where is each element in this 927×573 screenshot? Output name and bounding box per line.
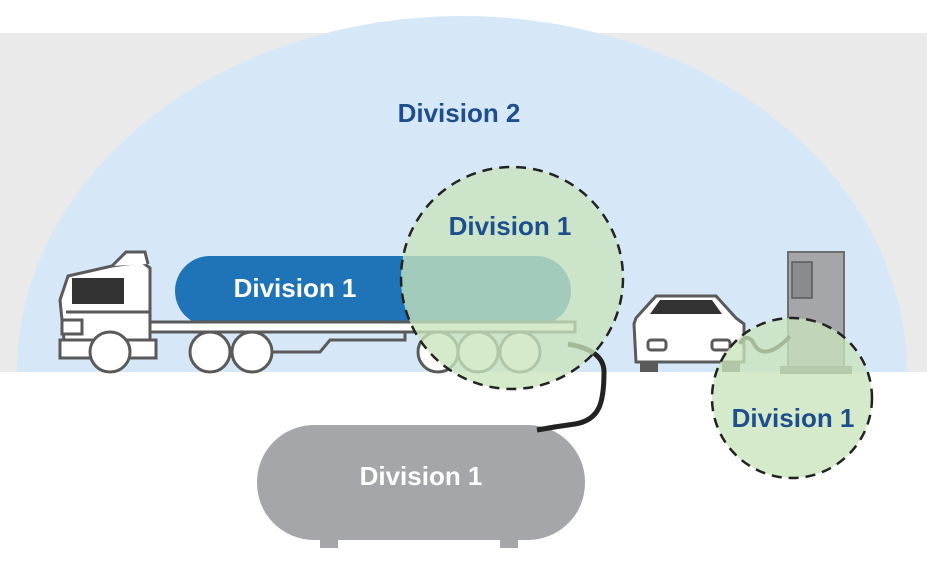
tanker-vent-division1-label: Division 1 (449, 211, 572, 241)
tanker-tank-division1-label: Division 1 (234, 273, 357, 303)
car-icon (632, 294, 746, 372)
dispenser-division1-label: Division 1 (732, 403, 855, 433)
hose-icon (536, 341, 607, 433)
division1-zone-dispenser (710, 316, 874, 480)
storage-tank-division1-label: Division 1 (360, 461, 483, 491)
division2-label: Division 2 (398, 98, 521, 128)
storage-tank-icon (257, 425, 585, 548)
division1-zone-tanker (399, 165, 625, 391)
